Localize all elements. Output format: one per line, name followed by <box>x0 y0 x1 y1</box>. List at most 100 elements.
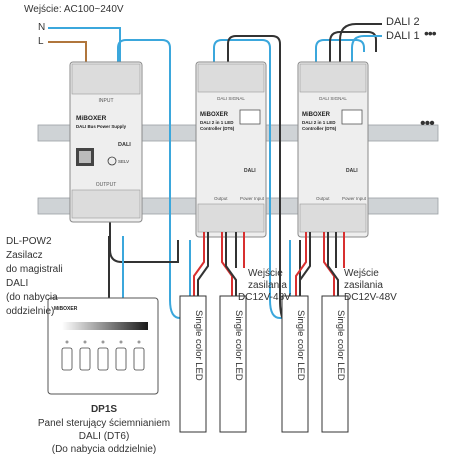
c1-power-input-1: Wejście <box>248 268 283 279</box>
ellipsis-top: ••• <box>424 25 437 41</box>
controller-2-title-2: Controller (DT6) <box>302 126 337 131</box>
power-supply-title: DALI Bus Power Supply <box>76 124 127 129</box>
controller-1-dali-badge: DALI <box>244 168 256 174</box>
power-supply-output-label: OUTPUT <box>96 182 117 188</box>
power-supply-name: DL-POW2 <box>6 236 52 247</box>
wire-dali2-out <box>339 23 382 62</box>
led-strip-1 <box>179 295 207 433</box>
power-input-leads <box>235 232 345 268</box>
panel-desc-3: (Do nabycia oddzielnie) <box>51 444 157 455</box>
panel-button-1[interactable] <box>61 347 73 371</box>
power-supply-desc-3: DALI <box>6 278 29 289</box>
c1-led-a-black <box>197 232 209 296</box>
dali-1-label: DALI 1 <box>386 30 420 42</box>
controller-1-display <box>239 109 261 125</box>
c1-power-input-2: zasilania <box>248 280 287 291</box>
led-output-leads <box>193 232 339 296</box>
controller-1: DALI SIGNAL MiBOXER DALI 2 in 1 LED Cont… <box>195 61 267 238</box>
power-supply-desc-4: (do nabycia <box>6 292 58 303</box>
qr-code-inner <box>79 151 91 163</box>
panel-dot-2 <box>83 340 87 344</box>
panel-dimming-bar <box>62 322 148 330</box>
wire-dali-dark-left <box>109 218 179 263</box>
dali-out-wires <box>339 23 382 62</box>
input-voltage-label: Wejście: AC100~240V <box>24 4 124 15</box>
power-supply-device: INPUT MiBOXER DALI Bus Power Supply DALI… <box>69 61 143 223</box>
panel-desc-1: Panel sterujący ściemnianiem <box>37 418 171 429</box>
power-supply-brand: MiBOXER <box>76 115 107 122</box>
wire-l-label: L <box>38 36 44 47</box>
panel-dot-5 <box>137 340 141 344</box>
power-supply-desc-2: do magistrali <box>6 264 63 275</box>
panel-dot-3 <box>101 340 105 344</box>
led-strip-3 <box>281 295 309 433</box>
power-supply-body <box>69 61 143 223</box>
controller-2-output-label: Output <box>316 196 330 201</box>
mains-wires <box>48 27 121 62</box>
panel-wire-left <box>108 236 110 298</box>
led-strips: Single color LED Single color LED Single… <box>179 295 349 433</box>
panel-desc-2: DALI (DT6) <box>78 431 130 442</box>
controller-1-signal-label: DALI SIGNAL <box>217 96 245 101</box>
controller-2-display <box>341 109 363 125</box>
controller-1-title-2: Controller (DT6) <box>200 126 235 131</box>
controller-1-title-1: DALI 2 in 1 LED <box>200 120 234 125</box>
c1-power-input-3: DC12V-48V <box>238 292 291 303</box>
wire-dali1-out <box>351 35 382 62</box>
controller-1-output-strip <box>197 203 265 233</box>
ellipsis-mid: ••• <box>420 115 435 132</box>
c1-led-b-black <box>225 232 237 296</box>
power-supply-desc-5: oddzielnie) <box>6 306 55 317</box>
controller-2-signal-strip <box>299 63 367 93</box>
controller-2-signal-label: DALI SIGNAL <box>319 96 347 101</box>
panel-indicator-dots <box>65 340 141 344</box>
power-supply-desc-1: Zasilacz <box>6 250 43 261</box>
wire-n-label: N <box>38 22 46 33</box>
c2-power-input-3: DC12V-48V <box>344 292 397 303</box>
wire-dali-blue-top <box>117 39 191 319</box>
c2-led-b-black <box>327 232 339 296</box>
controller-1-brand: MiBOXER <box>200 112 229 118</box>
controller-2: DALI SIGNAL MiBOXER DALI 2 in 1 LED Cont… <box>297 61 369 238</box>
panel-button-3[interactable] <box>97 347 109 371</box>
panel-button-2[interactable] <box>79 347 91 371</box>
power-supply-input-strip <box>71 63 141 95</box>
dali-2-label: DALI 2 <box>386 16 420 28</box>
panel-brand: MiBOXER <box>54 306 78 312</box>
led-strip-2 <box>219 295 247 433</box>
panel-dot-1 <box>65 340 69 344</box>
controller-2-brand: MiBOXER <box>302 112 331 118</box>
c1-led-a-red <box>193 232 205 296</box>
power-supply-input-label: INPUT <box>99 98 114 104</box>
wire-dali-blue-mid <box>213 39 291 319</box>
controller-2-dali-badge: DALI <box>346 168 358 174</box>
c2-power-input-2: zasilania <box>344 280 383 291</box>
controller-1-signal-strip <box>197 63 265 93</box>
dp1s-panel: MiBOXER <box>47 236 159 395</box>
controller-2-power-label: Power Input <box>342 196 367 201</box>
c2-led-a-black <box>299 232 311 296</box>
controller-2-title-1: DALI 2 in 1 LED <box>302 120 336 125</box>
controller-2-output-strip <box>299 203 367 233</box>
led-strip-4-label: Single color LED <box>335 310 346 381</box>
panel-wire-right <box>122 236 124 298</box>
power-supply-dali-badge: DALI <box>118 142 131 148</box>
led-strip-4 <box>321 295 349 433</box>
wire-n <box>48 27 121 62</box>
controller-1-power-label: Power Input <box>240 196 265 201</box>
power-supply-output-strip <box>71 189 141 219</box>
panel-body <box>47 297 159 395</box>
panel-buttons <box>61 347 145 371</box>
controller-1-output-label: Output <box>214 196 228 201</box>
led-strip-2-label: Single color LED <box>233 310 244 381</box>
controller-2-body <box>297 61 369 238</box>
panel-button-4[interactable] <box>115 347 127 371</box>
led-strip-1-label: Single color LED <box>193 310 204 381</box>
c2-power-input-1: Wejście <box>344 268 379 279</box>
panel-model: DP1S <box>90 404 118 415</box>
power-supply-selv: SELV <box>118 159 129 164</box>
panel-button-5[interactable] <box>133 347 145 371</box>
controller-1-body <box>195 61 267 238</box>
